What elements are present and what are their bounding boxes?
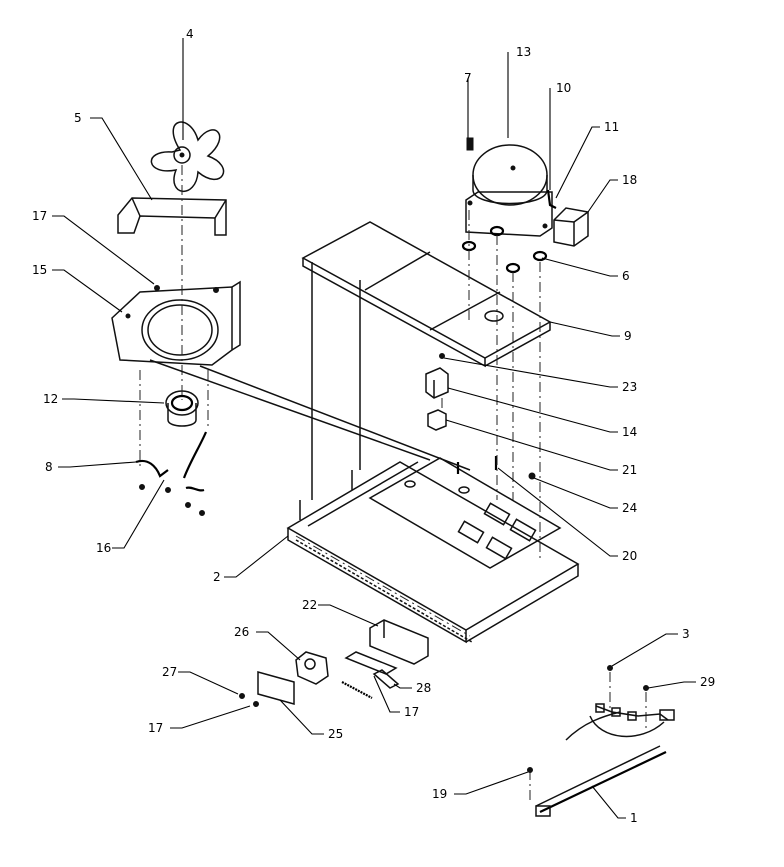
callout-18: 18 — [622, 173, 637, 187]
callout-23: 23 — [622, 380, 637, 394]
callout-8: 8 — [45, 460, 53, 474]
callout-9: 9 — [624, 329, 632, 343]
callout-29: 29 — [700, 675, 715, 689]
fan-blade[interactable] — [150, 121, 225, 192]
callout-10: 10 — [556, 81, 571, 95]
assembly-lines — [139, 165, 647, 800]
damper-control[interactable] — [344, 619, 429, 689]
base-pan[interactable] — [286, 457, 580, 644]
callout-17-right: 17 — [404, 705, 419, 719]
callout-17-left: 17 — [148, 721, 163, 735]
screw-23[interactable] — [439, 353, 445, 359]
thermostat-bracket[interactable] — [239, 671, 373, 707]
callout-21: 21 — [622, 463, 637, 477]
callout-16: 16 — [96, 541, 111, 555]
compressor-base-plate[interactable] — [301, 221, 552, 368]
compressor-bolt[interactable] — [466, 137, 474, 151]
callout-19: 19 — [432, 787, 447, 801]
fan-motor-housing[interactable] — [111, 280, 241, 366]
start-capacitor[interactable] — [425, 367, 449, 399]
callout-26: 26 — [234, 625, 249, 639]
callout-12: 12 — [43, 392, 58, 406]
callout-15: 15 — [32, 263, 47, 277]
callout-22: 22 — [302, 598, 317, 612]
thermostat[interactable] — [295, 651, 329, 685]
start-relay[interactable] — [427, 409, 447, 431]
callout-25: 25 — [328, 727, 343, 741]
fan-shroud-bracket[interactable] — [117, 197, 227, 236]
motor-bracket-left[interactable] — [135, 459, 171, 493]
motor-bracket-right[interactable] — [182, 431, 208, 516]
wire-harness[interactable] — [527, 665, 675, 817]
callout-6: 6 — [622, 269, 630, 283]
callout-5: 5 — [74, 111, 82, 125]
callout-14: 14 — [622, 425, 637, 439]
leader-lines — [52, 38, 696, 819]
drain-fitting-20[interactable] — [456, 456, 498, 474]
compressor[interactable] — [465, 144, 553, 237]
callout-4: 4 — [186, 27, 194, 41]
callout-24: 24 — [622, 501, 637, 515]
fan-motor[interactable] — [165, 390, 199, 427]
overload-relay[interactable] — [553, 207, 589, 247]
callout-28: 28 — [416, 681, 431, 695]
callout-13: 13 — [516, 45, 531, 59]
callout-17-top: 17 — [32, 209, 47, 223]
callout-20: 20 — [622, 549, 637, 563]
callout-27: 27 — [162, 665, 177, 679]
callout-3: 3 — [682, 627, 690, 641]
callout-7: 7 — [464, 71, 472, 85]
screw-24[interactable] — [528, 472, 536, 480]
callout-2: 2 — [213, 570, 221, 584]
compressor-clip[interactable] — [546, 189, 557, 209]
callout-1: 1 — [630, 811, 638, 825]
callout-labels: 1 2 3 4 5 6 7 8 9 10 11 12 13 14 15 16 1… — [32, 27, 715, 825]
callout-11: 11 — [604, 120, 619, 134]
